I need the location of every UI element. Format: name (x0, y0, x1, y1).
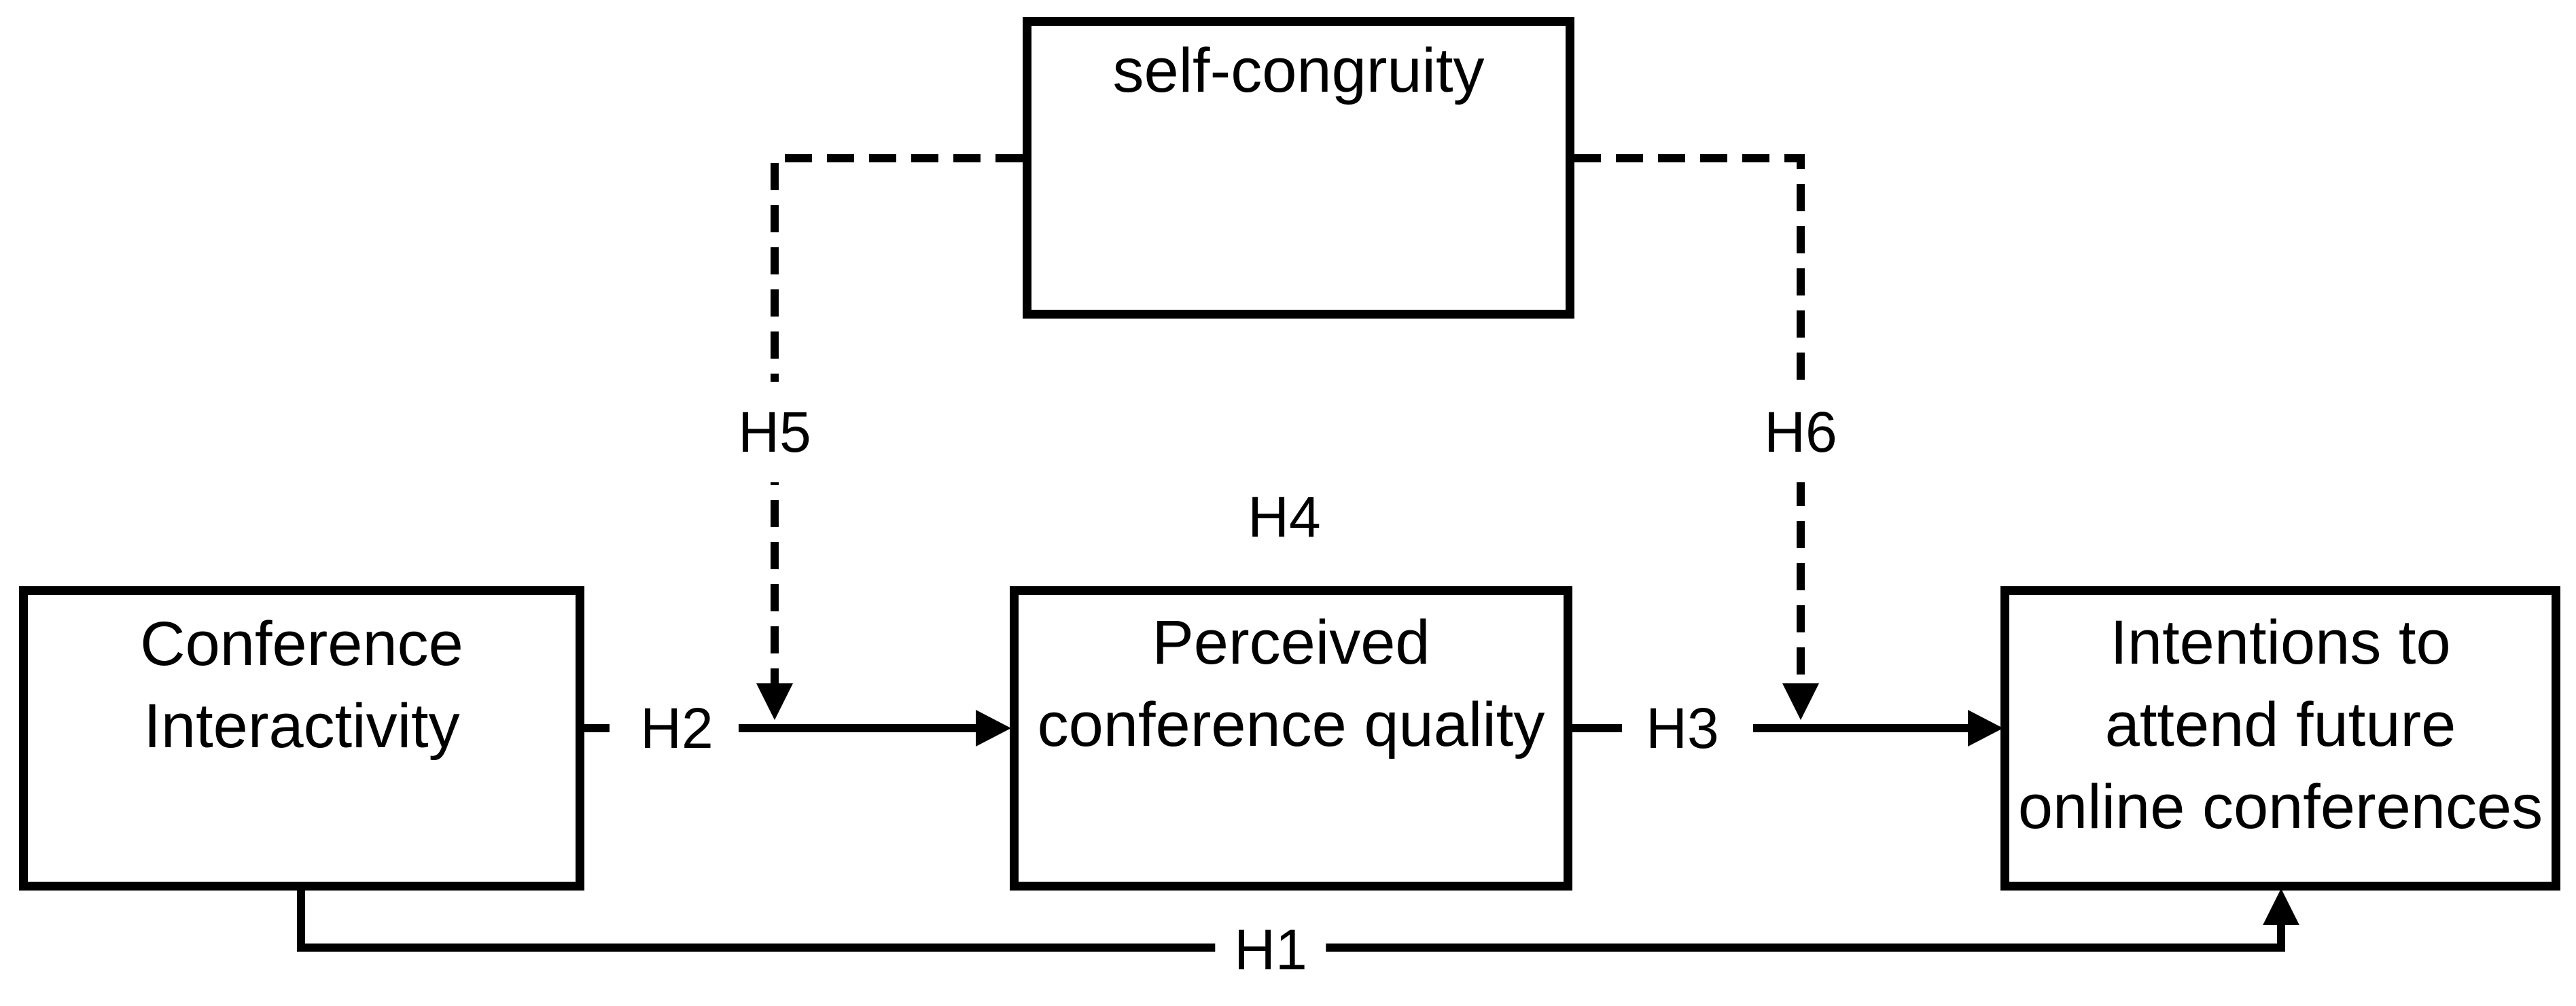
box-intentions-future-online-conferences: Intentions to attend future online confe… (2000, 586, 2560, 891)
hypothesis-label-h4: H4 (1248, 485, 1321, 549)
h5-arrowhead-down-icon (756, 683, 793, 720)
h5-dashed-line (771, 154, 1023, 685)
box-intentions-label: Intentions to attend future online confe… (2017, 608, 2543, 842)
h1-arrowhead-up-icon (2263, 888, 2299, 925)
box-conference-interactivity: Conference Interactivity (19, 586, 584, 891)
box-perceived-conference-quality-label: Perceived conference quality (1037, 608, 1545, 759)
box-self-congruity: self-congruity (1023, 17, 1574, 319)
h3-arrowhead-right-icon (1968, 710, 2003, 747)
hypothesis-label-h1: H1 (1215, 899, 1326, 1000)
box-perceived-conference-quality: Perceived conference quality (1010, 586, 1572, 891)
h5-dashed-arrow (756, 154, 1023, 720)
hypothesis-label-h3: H3 (1646, 696, 1719, 760)
hypothesis-label-h6: H6 (1745, 382, 1856, 482)
h3-arrow (1753, 710, 2003, 747)
box-conference-interactivity-label: Conference Interactivity (140, 609, 463, 761)
h6-arrowhead-down-icon (1782, 683, 1819, 720)
hypothesis-label-h2: H2 (640, 696, 713, 760)
box-self-congruity-label: self-congruity (1112, 36, 1485, 105)
h2-arrowhead-right-icon (976, 710, 1011, 747)
h2-arrow (739, 710, 1011, 747)
hypothesis-label-h5: H5 (719, 382, 830, 482)
h6-dashed-arrow (1574, 154, 1819, 720)
h6-dashed-line (1574, 154, 1805, 685)
